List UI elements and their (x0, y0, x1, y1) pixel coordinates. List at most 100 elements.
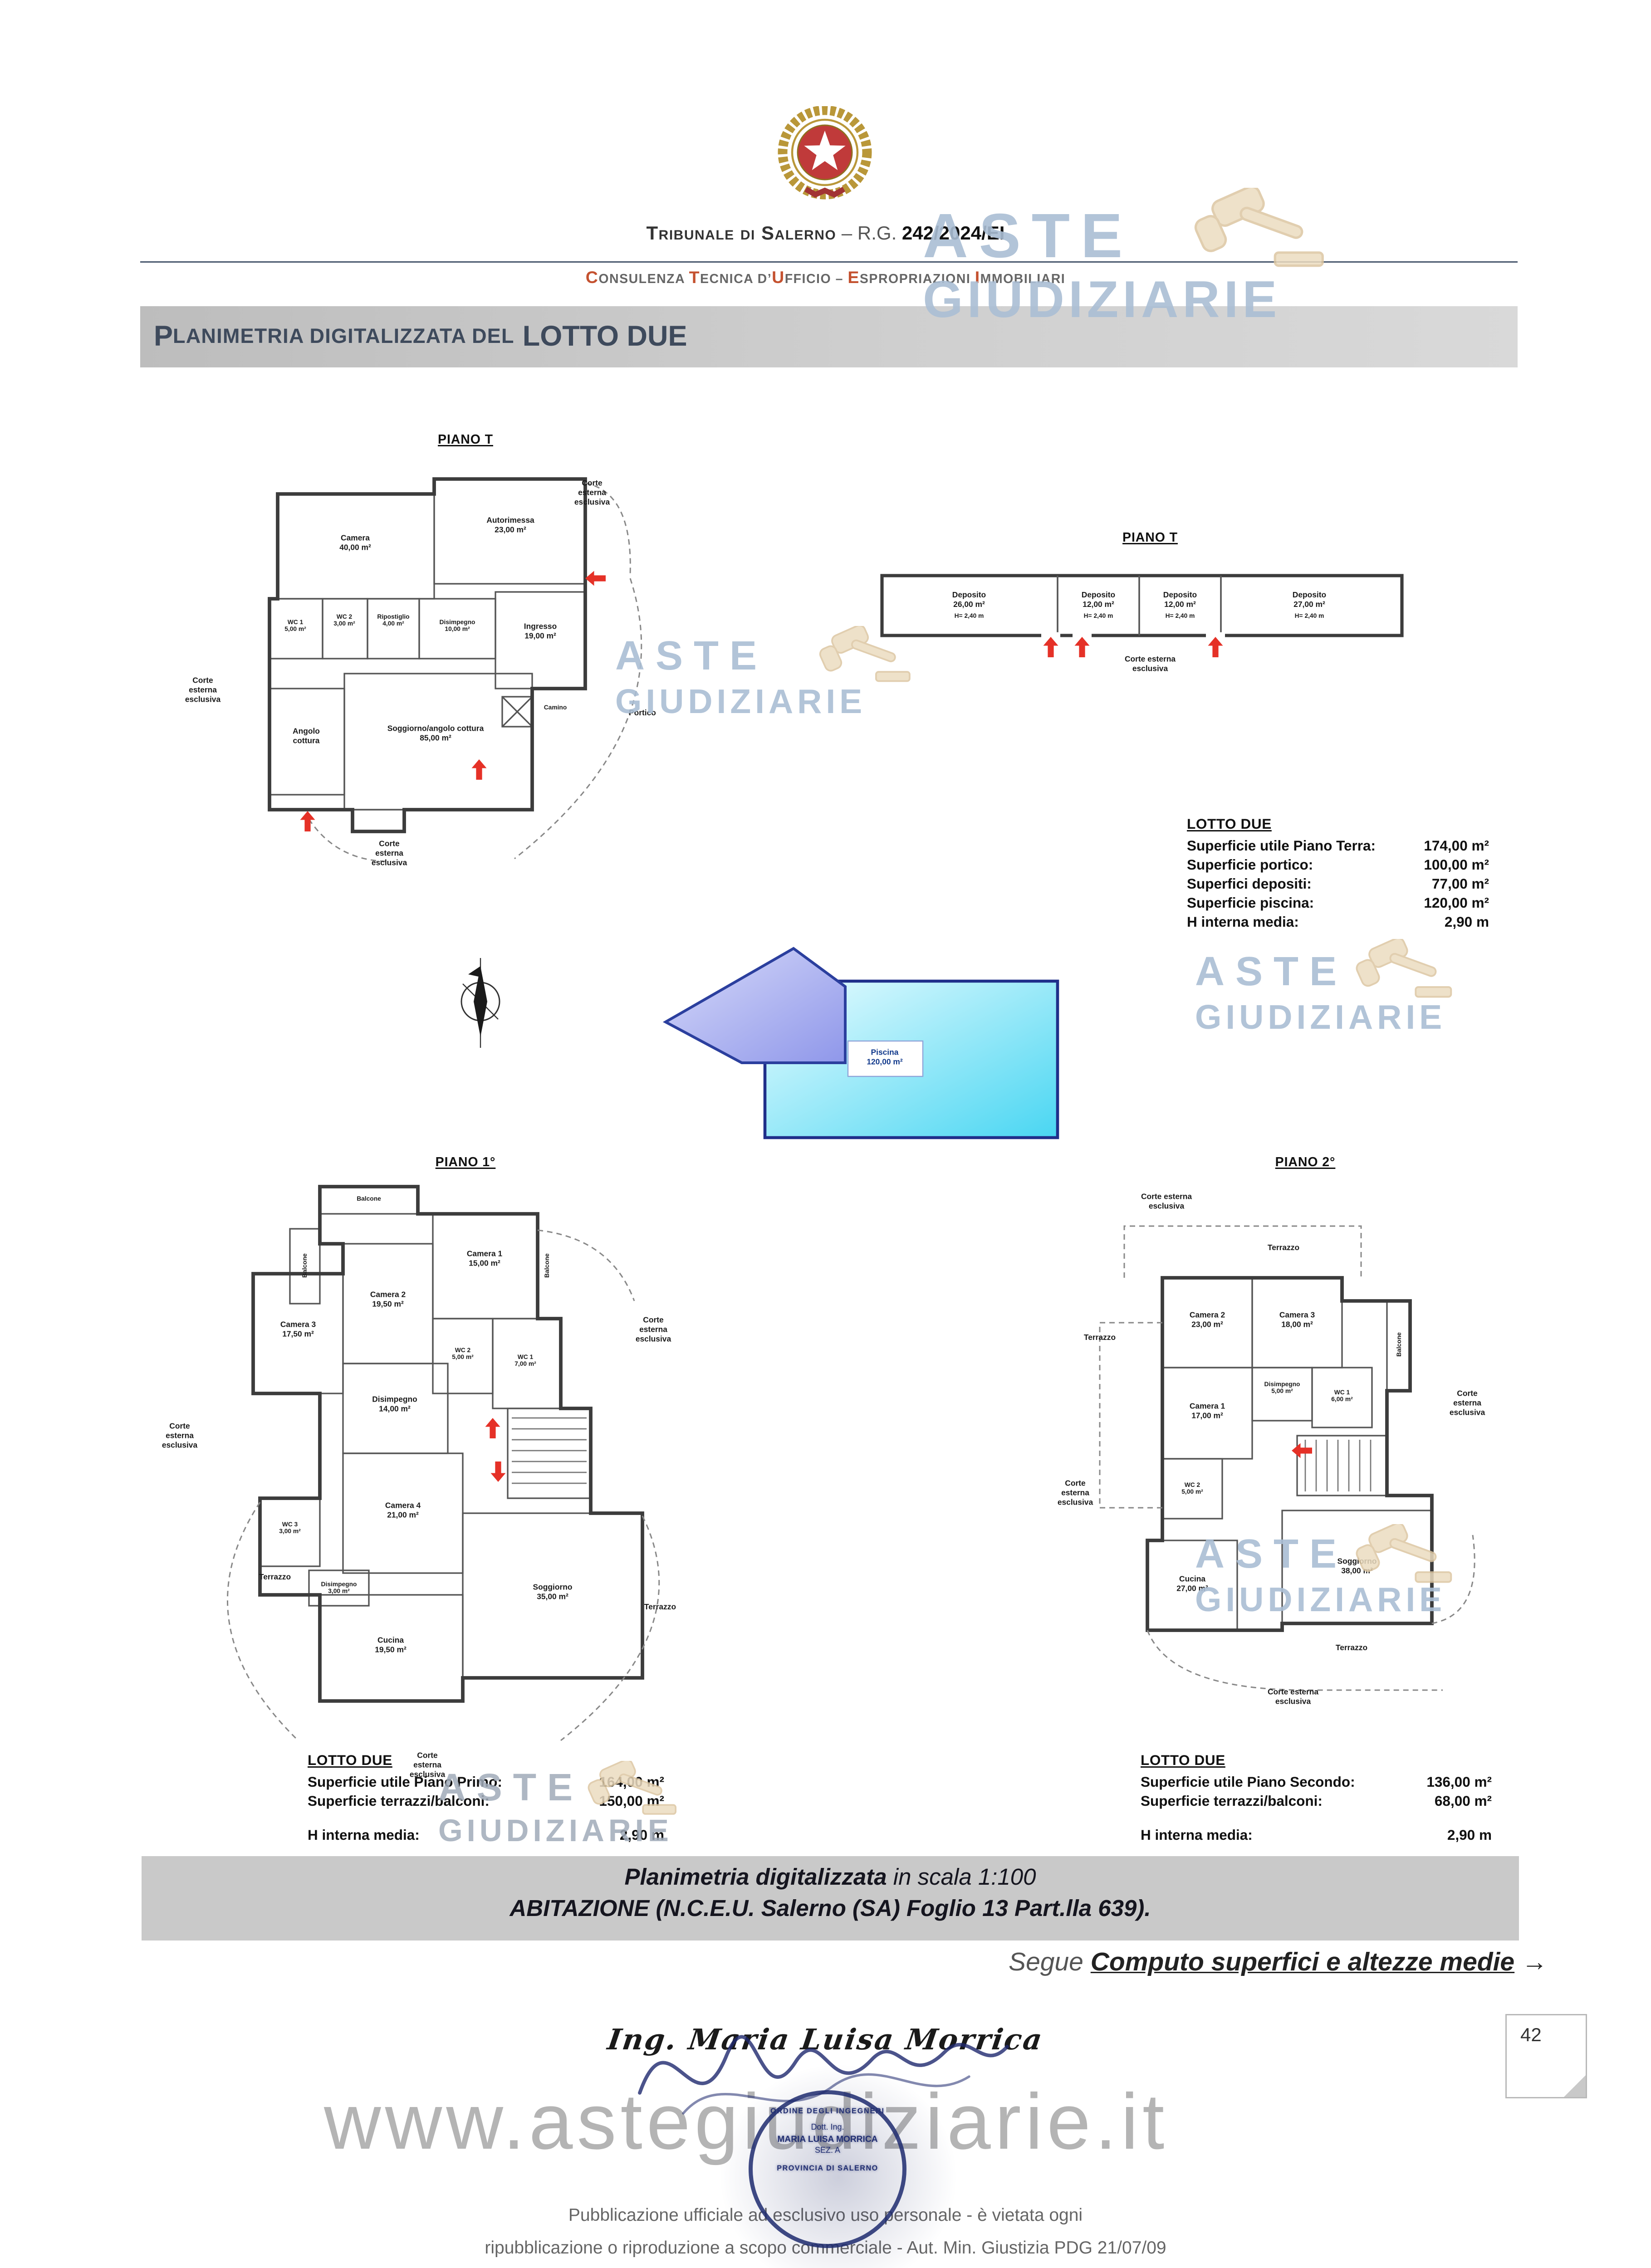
summary-row: Superficie utile Piano Secondo: 136,00 m² (1141, 1773, 1492, 1792)
summary-value: 2,90 m (1444, 914, 1489, 931)
summary-value: 2,90 m (1447, 1828, 1492, 1844)
floor-plan-piano-primo-drawing (227, 1185, 660, 1741)
room-label: Terrazzo (1083, 1334, 1116, 1343)
page-number-box: 42 (1505, 2014, 1587, 2098)
court-name: Tribunale di Salerno (646, 222, 837, 244)
plan-title-piano-1: PIANO 1° (435, 1155, 496, 1170)
summary-label: Superficie terrazzi/balconi: (308, 1794, 490, 1810)
case-ref-prefix: – R.G. (836, 222, 902, 244)
engineer-stamp: ORDINE DEGLI INGEGNERI Dott. Ing. MARIA … (749, 2090, 906, 2248)
stairs-arrow-icon (485, 1418, 506, 1482)
case-number: 242/2024/EI (901, 222, 1005, 244)
header-rule (140, 261, 1518, 263)
summary-label: Superficie portico: (1187, 857, 1313, 874)
follow-line: Segue Computo superfici e altezze medie … (1009, 1949, 1548, 1977)
summary-label: Superficie utile Piano Terra: (1187, 838, 1376, 855)
north-compass-icon (461, 958, 500, 1048)
room-label: Corte esterna esclusiva (371, 841, 407, 868)
room-label: Corte esterna esclusiva (635, 1317, 671, 1344)
summary-value: 68,00 m² (1434, 1794, 1492, 1810)
summary-row: Superfici depositi:77,00 m² (1187, 875, 1489, 894)
room-label: Corte esterna esclusiva (185, 677, 221, 704)
summary-row: Superficie terrazzi/balconi:68,00 m² (1141, 1792, 1492, 1811)
entrance-arrow-icon (300, 571, 606, 831)
summary-label: Superfici depositi: (1187, 876, 1312, 893)
caption-line-1: Planimetria digitalizzata in scala 1:100 (624, 1864, 1036, 1890)
page-corner-fold (1564, 2075, 1586, 2097)
room-label: Balcone (357, 1195, 381, 1202)
section-title-bar: P LANIMETRIA DIGITALIZZATA DEL LOTTO DUE (140, 306, 1518, 367)
room-label: Corte esterna esclusiva (1267, 1689, 1319, 1706)
stairs-arrow-icon (1292, 1443, 1312, 1458)
floor-plan-piano-terra-drawing (268, 477, 642, 862)
plan-title-piano-t: PIANO T (438, 433, 493, 448)
stairs (512, 1417, 587, 1484)
room-label: Corte esterna esclusiva (1141, 1193, 1192, 1211)
room-label: Terrazzo (1335, 1644, 1368, 1653)
subtitle: CONSULENZA TECNICA D’UFFICIO – ESPROPRIA… (585, 268, 1066, 287)
room-label: Corte esterna esclusiva (1449, 1390, 1485, 1418)
section-title-initial: P (154, 320, 173, 352)
room-label: Angolo cottura (293, 728, 320, 746)
summary-row: Superficie piscina:120,00 m² (1187, 894, 1489, 914)
next-section-reference: Computo superfici e altezze medie (1090, 1949, 1515, 1977)
room-label: Camino (544, 704, 567, 711)
summary-label: H interna media: (1141, 1828, 1253, 1844)
page-number: 42 (1520, 2024, 1542, 2045)
room-label: Corte esterna esclusiva (409, 1752, 446, 1779)
handwritten-signature-scrawl (638, 2035, 1009, 2115)
summary-row: Superficie terrazzi/balconi:150,00 m² (308, 1792, 664, 1811)
summary-row: H interna media:2,90 m (308, 1826, 664, 1845)
gavel-icon (1354, 939, 1452, 998)
summary-row: Superficie utile Piano Terra: 174,00 m² (1187, 837, 1489, 856)
room-label: Terrazzo (644, 1603, 676, 1612)
room-label: Corte esterna esclusiva (162, 1423, 198, 1450)
room-label: Balcone (301, 1253, 308, 1278)
lotto-due-summary-piano-secondo: LOTTO DUE Superficie utile Piano Secondo… (1141, 1753, 1492, 1846)
arrow-right-icon: → (1514, 1949, 1548, 1977)
room-label: Balcone (1395, 1332, 1402, 1357)
summary-row: Superficie portico:100,00 m² (1187, 856, 1489, 875)
summary-value: 164,00 m² (599, 1774, 664, 1791)
summary-value: 136,00 m² (1426, 1774, 1492, 1791)
stairs (1304, 1440, 1372, 1491)
caption-line-2: ABITAZIONE (N.C.E.U. Salerno (SA) Foglio… (510, 1896, 1151, 1921)
summary-label: Superficie utile Piano Secondo: (1141, 1774, 1355, 1791)
plan-title-piano-t-depositi: PIANO T (1122, 531, 1178, 546)
watermark-aste-giudiziarie: ASTE GIUDIZIARIE (1195, 950, 1446, 1037)
floor-plan-piano-secondo-drawing (1099, 1225, 1475, 1691)
room-label: Balcone (543, 1253, 550, 1278)
portico-boundary (514, 578, 642, 860)
summary-value: 174,00 m² (1424, 838, 1489, 855)
court-header: Tribunale di Salerno – R.G. 242/2024/EI (0, 222, 1651, 244)
room-label: Terrazzo (1267, 1244, 1300, 1253)
